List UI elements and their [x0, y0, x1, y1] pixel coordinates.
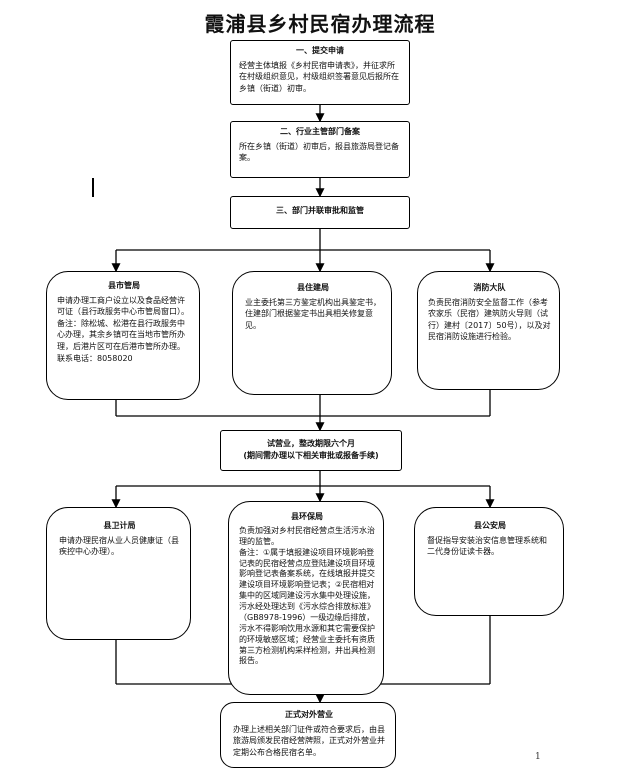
market-text: 申请办理工商户设立以及食品经营许可证（县行政服务中心市管局窗口）。 备注：除松城…	[57, 295, 189, 363]
page-number: 1	[535, 752, 541, 762]
trial-line2: (期间需办理以下相关审批或报备手续)	[243, 450, 379, 460]
step1-text: 经营主体填报《乡村民宿申请表》，并征求所在村级组织意见，村级组织签署意见后报所在…	[239, 60, 399, 93]
final-heading: 正式对外营业	[285, 710, 333, 719]
health-bureau-box: 县卫计局 申请办理民宿从业人员健康证（县疾控中心办理）。	[46, 507, 191, 640]
environment-bureau-box: 县环保局 负责加强对乡村民宿经营点生活污水治理的监管。 备注：①属于填报建设项目…	[228, 501, 384, 695]
fire-text: 负责民宿消防安全监督工作（参考农家乐（民宿）建筑防火导则（试行）建村〔2017〕…	[428, 297, 551, 342]
final-text: 办理上述相关部门证件或符合要求后，由县旅游局颁发民宿经营牌照，正式对外营业并定期…	[233, 724, 385, 757]
page-title: 霞浦县乡村民宿办理流程	[204, 12, 436, 36]
housing-text: 业主委托第三方鉴定机构出具鉴定书，住建部门根据鉴定书出具相关修复意见。	[245, 297, 381, 330]
housing-bureau-box: 县住建局 业主委托第三方鉴定机构出具鉴定书，住建部门根据鉴定书出具相关修复意见。	[232, 271, 392, 395]
step2-heading: 二、行业主管部门备案	[280, 127, 360, 136]
trial-line1: 试营业，整改期限六个月	[267, 439, 355, 448]
police-text: 督促指导安装治安信息管理系统和二代身份证读卡器。	[427, 535, 547, 557]
step3-joint-approval-box: 三、部门并联审批和监管	[230, 196, 410, 229]
text-cursor-mark	[92, 178, 94, 197]
step1-heading: 一、提交申请	[296, 46, 344, 55]
public-security-bureau-box: 县公安局 督促指导安装治安信息管理系统和二代身份证读卡器。	[414, 507, 564, 616]
step2-text: 所在乡镇（街道）初审后，报县旅游局登记备案。	[239, 141, 399, 163]
market-heading: 县市管局	[108, 281, 140, 290]
health-heading: 县卫计局	[103, 521, 136, 530]
fire-heading: 消防大队	[473, 283, 506, 292]
housing-heading: 县住建局	[297, 283, 329, 292]
env-heading: 县环保局	[291, 512, 323, 521]
step1-submit-application-box: 一、提交申请 经营主体填报《乡村民宿申请表》，并征求所在村级组织意见，村级组织签…	[230, 40, 410, 105]
step3-heading: 三、部门并联审批和监管	[276, 206, 364, 215]
market-bureau-box: 县市管局 申请办理工商户设立以及食品经营许可证（县行政服务中心市管局窗口）。 备…	[46, 271, 200, 400]
police-heading: 县公安局	[474, 521, 506, 530]
official-opening-box: 正式对外营业 办理上述相关部门证件或符合要求后，由县旅游局颁发民宿经营牌照，正式…	[220, 702, 396, 768]
fire-brigade-box: 消防大队 负责民宿消防安全监督工作（参考农家乐（民宿）建筑防火导则（试行）建村〔…	[417, 271, 560, 390]
trial-operation-box: 试营业，整改期限六个月 (期间需办理以下相关审批或报备手续)	[220, 430, 402, 471]
health-text: 申请办理民宿从业人员健康证（县疾控中心办理）。	[59, 535, 179, 557]
step2-filing-box: 二、行业主管部门备案 所在乡镇（街道）初审后，报县旅游局登记备案。	[230, 121, 410, 178]
env-text: 负责加强对乡村民宿经营点生活污水治理的监管。 备注：①属于填报建设项目环境影响登…	[239, 525, 375, 666]
